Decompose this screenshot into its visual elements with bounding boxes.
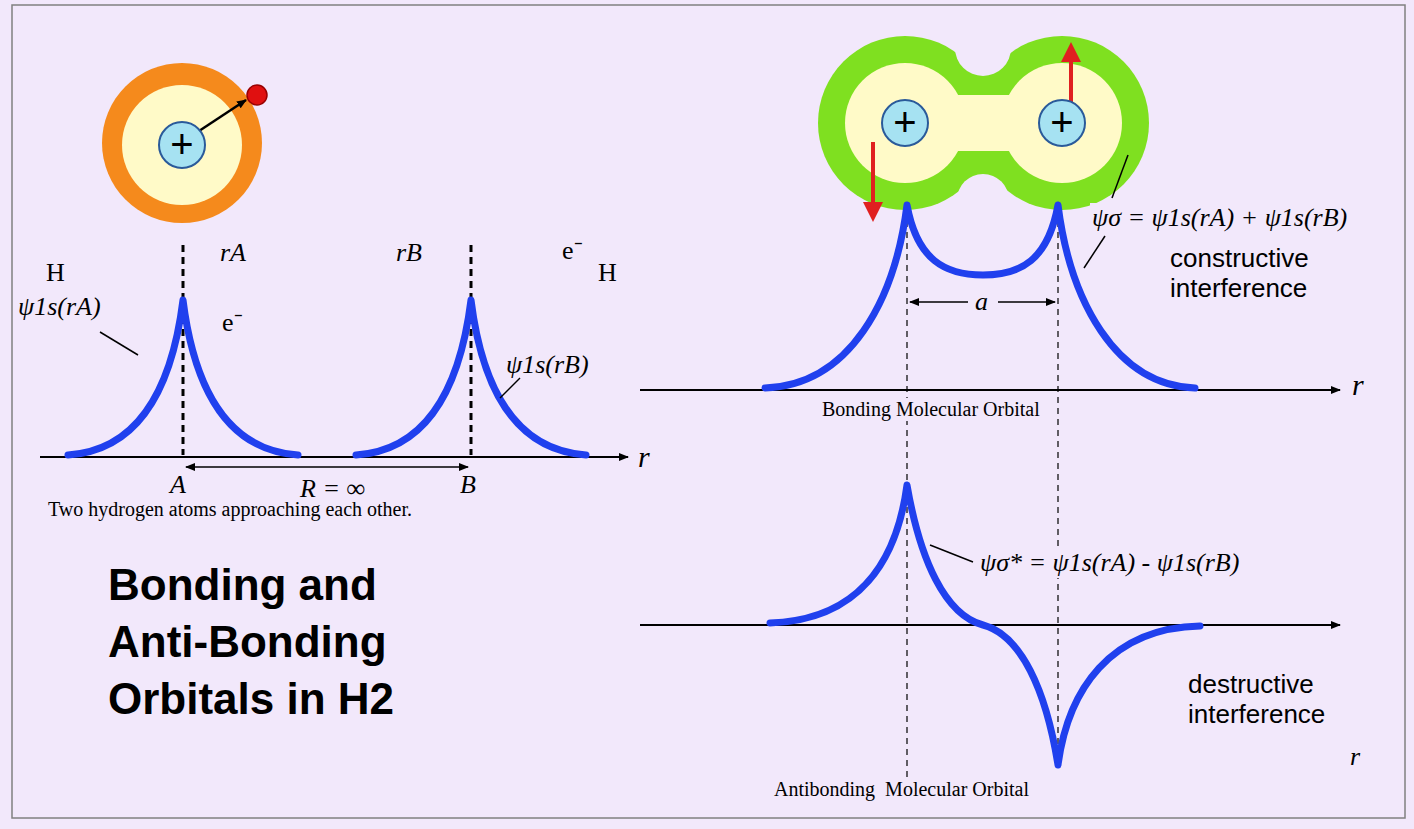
wavefunction-label: ψ1s(rA)	[18, 292, 101, 322]
diagram-title: Bonding and Anti-Bonding Orbitals in H2	[108, 556, 458, 728]
charge-sign: +	[157, 120, 207, 170]
charge-sign: +	[880, 98, 930, 148]
proton-circle: +	[157, 120, 207, 170]
wavefunction-label: ψσ = ψ1s(rA) + ψ1s(rB)	[1090, 203, 1349, 233]
orbital-caption: Bonding Molecular Orbital	[820, 398, 1042, 421]
electron-label: e⁻	[562, 236, 583, 266]
note-text: destructive interference	[1188, 670, 1358, 730]
note-text: constructive interference	[1170, 244, 1350, 304]
orbital-caption: Antibonding Molecular Orbital	[772, 778, 1031, 801]
distance-label: rA	[220, 238, 246, 268]
nucleus-label: A	[170, 470, 186, 500]
proton-circle: +	[1037, 98, 1087, 148]
axis-label: r	[638, 440, 650, 475]
axis-label: r	[1350, 742, 1360, 772]
wavefunction-label: ψ1s(rB)	[506, 350, 589, 380]
charge-sign: +	[1037, 98, 1087, 148]
bond-length-label: a	[975, 287, 988, 317]
wavefunction-label: ψσ* = ψ1s(rA) - ψ1s(rB)	[978, 548, 1241, 578]
nucleus-label: B	[460, 470, 476, 500]
atom-symbol: H	[598, 258, 617, 288]
proton-circle: +	[880, 98, 930, 148]
separation-label: R = ∞	[300, 474, 365, 504]
atom-symbol: H	[46, 258, 65, 288]
distance-label: rB	[396, 238, 422, 268]
electron-label: e⁻	[222, 308, 243, 338]
axis-label: r	[1352, 368, 1364, 403]
